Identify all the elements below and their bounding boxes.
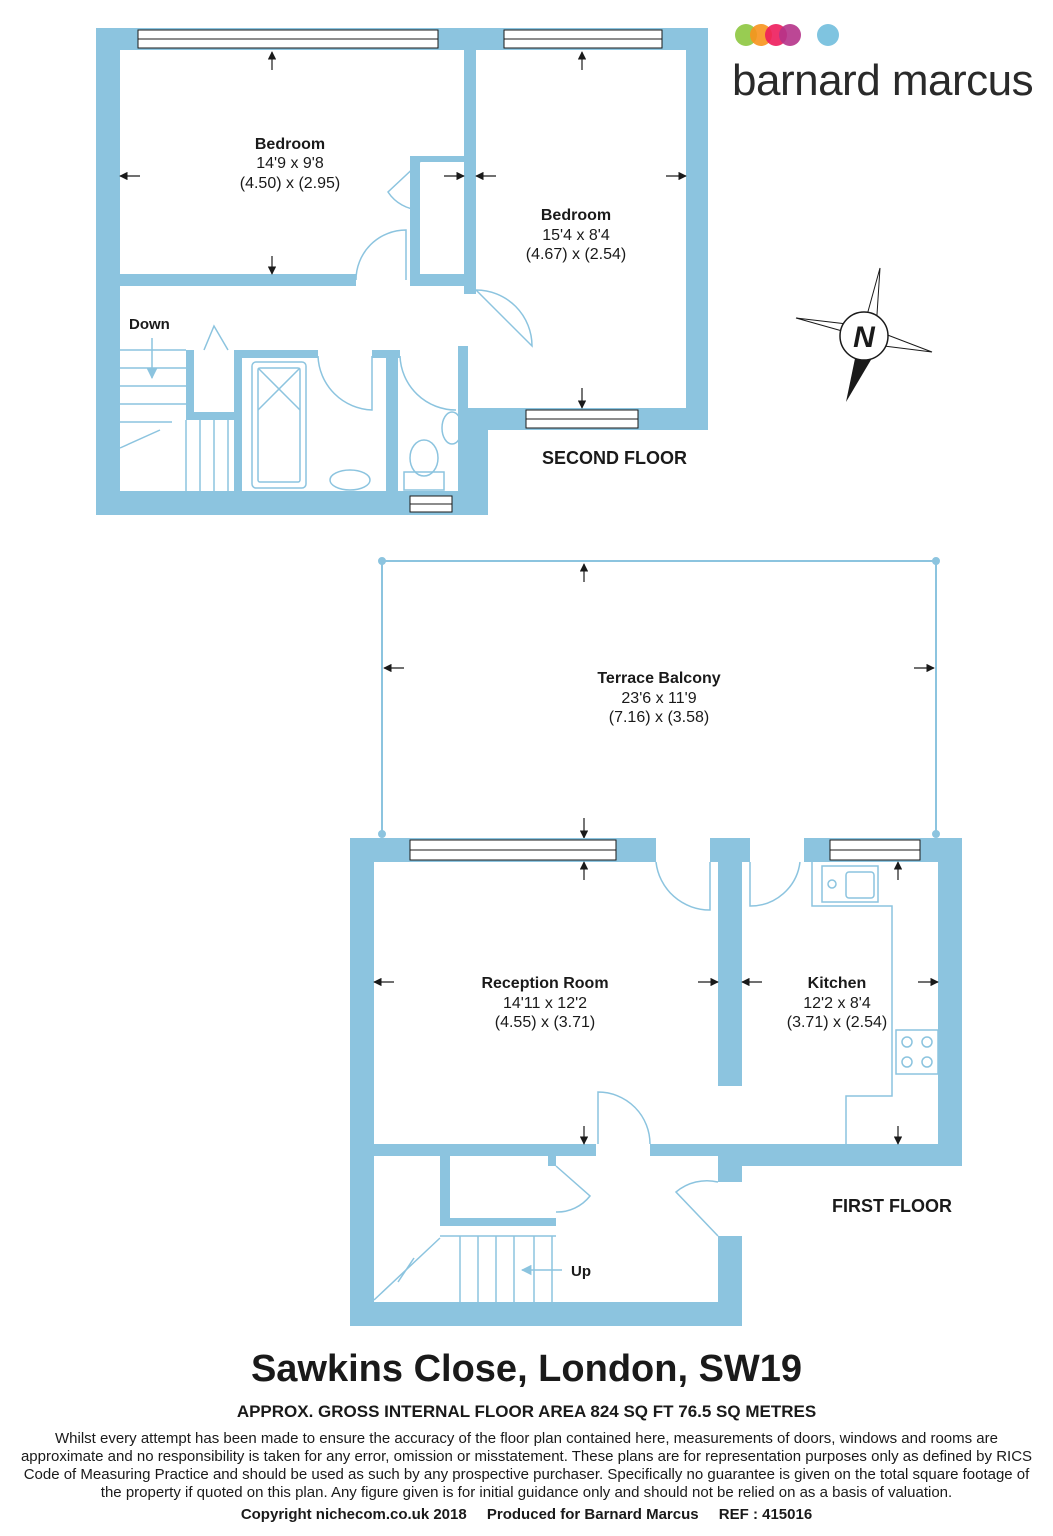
copyright-text: Copyright nichecom.co.uk 2018 <box>240 1506 467 1523</box>
floor-area: APPROX. GROSS INTERNAL FLOOR AREA 824 SQ… <box>236 1402 817 1421</box>
second-floor-label: SECOND FLOOR <box>542 448 687 468</box>
compass-icon: N <box>795 267 933 402</box>
bedroom1-imperial: 14'9 x 9'8 <box>256 155 324 172</box>
reception-metric: (4.55) x (3.71) <box>495 1014 595 1031</box>
first-floor-label: FIRST FLOOR <box>832 1196 952 1216</box>
floor-plan: Bedroom 14'9 x 9'8 (4.50) x (2.95) Bedro… <box>96 24 962 1326</box>
first-floor-fixtures <box>373 862 939 1302</box>
bedroom2-name: Bedroom <box>541 207 611 224</box>
first-floor-dimension-arrows <box>373 861 939 1145</box>
brand-logo: barnard marcus <box>732 56 1034 105</box>
kitchen-name: Kitchen <box>808 975 867 992</box>
terrace-metric: (7.16) x (3.58) <box>609 709 709 726</box>
second-floor-windows <box>137 29 663 513</box>
terrace-dimension-arrows <box>383 563 935 839</box>
reference-number: REF : 415016 <box>718 1506 813 1523</box>
terrace-imperial: 23'6 x 11'9 <box>621 690 696 707</box>
first-floor-doors <box>555 861 801 1237</box>
brand-logo-dots <box>735 24 839 46</box>
reception-name: Reception Room <box>481 975 608 992</box>
kitchen-metric: (3.71) x (2.54) <box>787 1014 887 1031</box>
bedroom2-imperial: 15'4 x 8'4 <box>542 227 610 244</box>
first-floor-plan <box>350 838 962 1326</box>
bedroom2-metric: (4.67) x (2.54) <box>526 246 626 263</box>
disclaimer-text: Whilst every attempt has been made to en… <box>20 1430 1033 1501</box>
property-title: Sawkins Close, London, SW19 <box>250 1348 803 1390</box>
produced-for-text: Produced for Barnard Marcus <box>486 1506 699 1523</box>
second-floor-dimension-arrows <box>119 51 687 409</box>
second-floor-fixtures <box>119 338 463 491</box>
compass-north-label: N <box>853 321 876 354</box>
reception-imperial: 14'11 x 12'2 <box>503 995 587 1012</box>
second-floor-doors <box>203 161 533 411</box>
terrace-outline <box>378 557 940 838</box>
second-floor-plan <box>96 28 708 515</box>
bedroom1-metric: (4.50) x (2.95) <box>240 175 340 192</box>
kitchen-imperial: 12'2 x 8'4 <box>803 995 871 1012</box>
copyright-line: Copyright nichecom.co.uk 2018 Produced f… <box>0 1506 1053 1523</box>
bedroom1-name: Bedroom <box>255 136 325 153</box>
first-floor-windows <box>409 839 921 861</box>
terrace-name: Terrace Balcony <box>597 670 720 687</box>
stairs-down-label: Down <box>129 316 170 333</box>
stairs-up-label: Up <box>571 1263 591 1280</box>
